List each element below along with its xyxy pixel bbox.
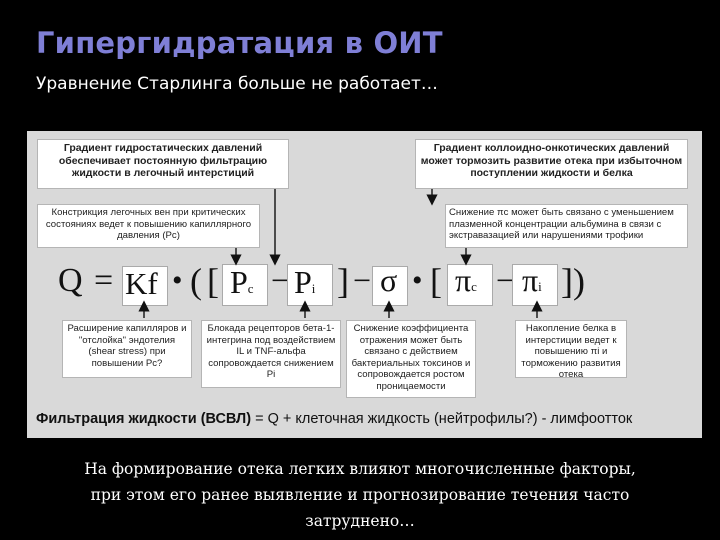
equation-paren-open: ( [190, 261, 202, 301]
equation-bracket-close-2: ] [561, 261, 573, 301]
footer-line-3: затруднено… [305, 512, 415, 530]
vein-constriction-box: Констрикция легочных вен при критических… [37, 204, 260, 248]
equation-minus-3: − [496, 262, 515, 298]
kf-box [122, 266, 168, 306]
equation-pii: πi [522, 262, 542, 298]
pc-box [222, 264, 268, 306]
filtration-formula: Фильтрация жидкости (ВСВЛ) = Q + клеточн… [36, 411, 632, 427]
equation-pc: Pc [230, 264, 254, 300]
equation-pic: πc [455, 262, 477, 298]
albumin-reduction-box: Снижение πc может быть связано с уменьше… [445, 204, 688, 248]
sigma-box [372, 266, 408, 306]
pii-box [512, 264, 558, 306]
hydrostatic-gradient-box: Градиент гидростатических давлений обесп… [37, 139, 289, 189]
equation-bracket-close-1: ] [337, 261, 349, 301]
equation-pi-sub: i [311, 281, 316, 296]
footer-line-2: при этом его ранее выявление и прогнозир… [90, 486, 630, 504]
protein-accumulation-box: Накопление белка в интерстиции ведет к п… [515, 320, 627, 380]
equation-dot-2: • [412, 264, 423, 297]
equation-minus-1: − [271, 262, 290, 298]
equation-kf: Kf [125, 266, 158, 301]
equation-dot-1: • [172, 264, 183, 297]
pic-box [447, 264, 493, 306]
page-title: Гипергидратация в ОИТ [36, 26, 443, 60]
filtration-label: Фильтрация жидкости (ВСВЛ) [36, 411, 252, 427]
equation-sigma: σ [380, 262, 398, 298]
equation-bracket-open-1: [ [207, 261, 219, 301]
equation-bracket-open-2: [ [430, 261, 442, 301]
capillary-dilation-box: Расширение капилляров и "отслойка" эндот… [62, 320, 192, 378]
oncotic-gradient-box: Градиент коллоидно-онкотических давлений… [415, 139, 688, 189]
reflection-coefficient-box: Снижение коэффициента отражения может бы… [346, 320, 476, 398]
footer-note: На формирование отека легких влияют мног… [0, 456, 720, 534]
equation-pii-sub: i [538, 279, 542, 294]
equation-paren-close: ) [573, 261, 585, 301]
equation-equals: = [94, 262, 114, 299]
equation-pi: Pi [294, 264, 316, 300]
equation-pc-sub: c [247, 281, 254, 296]
filtration-rest: = Q + клеточная жидкость (нейтрофилы?) -… [251, 411, 633, 427]
equation-pic-sub: c [471, 279, 477, 294]
footer-line-1: На формирование отека легких влияют мног… [84, 460, 636, 478]
page-subtitle: Уравнение Старлинга больше не работает… [36, 74, 438, 94]
equation-minus-2: − [353, 262, 372, 298]
pi-box [287, 264, 333, 306]
integrin-blockade-box: Блокада рецепторов бета-1-интегрина под … [201, 320, 341, 388]
equation-q: Q [58, 262, 83, 299]
